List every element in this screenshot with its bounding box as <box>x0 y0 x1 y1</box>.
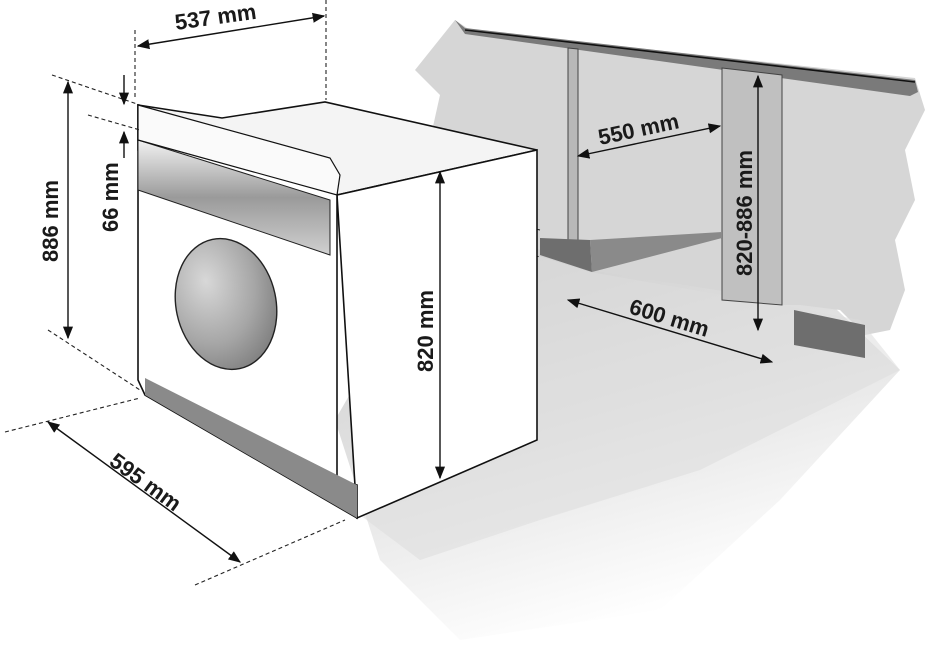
label-66: 66 mm <box>98 162 123 232</box>
dim-537-arrow <box>136 12 326 50</box>
dim-886-ext-bottom <box>47 329 141 391</box>
dim-66-ext <box>87 114 141 131</box>
dim-595-ext-left <box>4 397 141 433</box>
right-plinth <box>794 310 865 358</box>
dimensions <box>4 0 774 586</box>
dim-886-ext-top <box>51 74 141 106</box>
label-820: 820 mm <box>413 290 438 372</box>
countertop <box>455 20 918 96</box>
left-plinth-side <box>590 232 722 272</box>
wall-shade <box>415 20 925 335</box>
label-595: 595 mm <box>105 448 186 516</box>
countertop-edge <box>464 29 916 83</box>
panel-top-edge <box>137 104 341 196</box>
right-post <box>721 67 783 306</box>
label-886: 886 mm <box>38 180 63 262</box>
dim-600-arrow <box>566 298 774 364</box>
control-panel <box>137 139 331 256</box>
left-post <box>567 47 579 241</box>
label-537: 537 mm <box>173 0 258 35</box>
dim-595-arrow <box>46 421 242 563</box>
left-plinth <box>540 238 592 272</box>
appliance <box>137 101 538 520</box>
dim-550-arrow <box>576 123 722 159</box>
dim-595-ext-right <box>194 519 346 586</box>
appliance-plinth <box>145 378 357 518</box>
label-820-886: 820-886 mm <box>732 150 757 276</box>
door-window <box>174 237 278 371</box>
